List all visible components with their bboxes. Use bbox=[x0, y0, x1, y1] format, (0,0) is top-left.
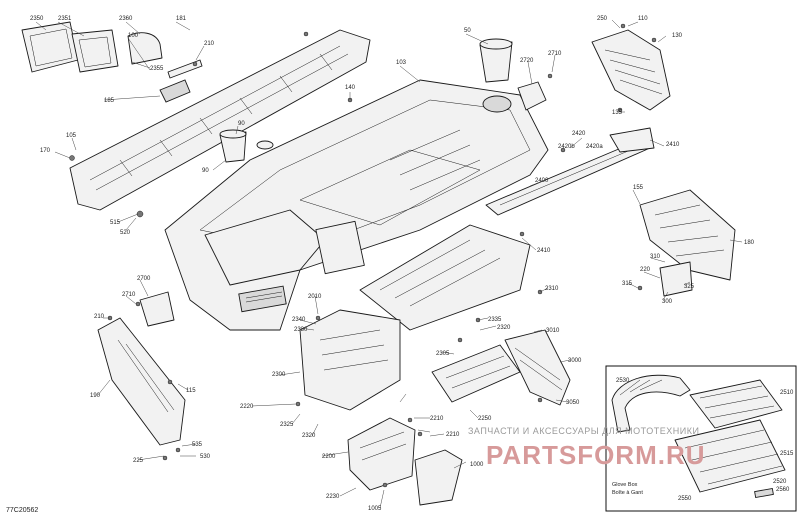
callout-label: 2710 bbox=[122, 292, 136, 298]
callout-label: 1000 bbox=[470, 462, 484, 468]
dash-support-rail-part[interactable] bbox=[69, 29, 371, 211]
callout-label: 3050 bbox=[566, 400, 580, 406]
callout-label: 2510 bbox=[780, 390, 794, 396]
callout-label: 2335 bbox=[488, 317, 502, 323]
callout-label: 2320 bbox=[302, 433, 316, 439]
callout-label: 2355 bbox=[150, 66, 164, 72]
inset-note-line2: Boîte à Gant bbox=[612, 490, 643, 496]
callout-label: 220 bbox=[640, 267, 651, 273]
instrument-bezel-part[interactable] bbox=[21, 21, 163, 73]
callout-label: 2230 bbox=[326, 494, 340, 500]
mount-310-part[interactable] bbox=[659, 261, 693, 297]
glovebox-housing-part[interactable] bbox=[299, 309, 401, 411]
callout-label: 2410 bbox=[666, 142, 680, 148]
callout-label: 2320 bbox=[497, 325, 511, 331]
cup-holder-part[interactable] bbox=[219, 129, 274, 163]
callout-label: 210 bbox=[94, 314, 105, 320]
callout-label: 3000 bbox=[568, 358, 582, 364]
fasteners bbox=[69, 23, 657, 488]
callout-label: 2360 bbox=[119, 16, 133, 22]
callout-label: 225 bbox=[133, 458, 144, 464]
lower-compartment-part[interactable] bbox=[347, 417, 416, 491]
callout-label: 2220 bbox=[240, 404, 254, 410]
callout-label: 2310 bbox=[545, 286, 559, 292]
callout-label: 1005 bbox=[368, 506, 382, 512]
storage-bin-part[interactable] bbox=[414, 449, 463, 506]
leader-lines bbox=[35, 19, 743, 509]
watermark-tagline: ЗАПЧАСТИ И АКСЕССУАРЫ ДЛЯ МОТОТЕХНИКИ bbox=[468, 426, 699, 436]
callout-label: 105 bbox=[66, 133, 77, 139]
callout-label: 2210 bbox=[430, 416, 444, 422]
callout-label: 2520 bbox=[773, 479, 787, 485]
callout-label: 2350 bbox=[30, 16, 44, 22]
callout-label: 135 bbox=[612, 110, 623, 116]
lower-tray-part[interactable] bbox=[359, 224, 531, 331]
callout-label: 2305 bbox=[436, 351, 450, 357]
callout-label: 110 bbox=[638, 16, 648, 22]
callout-label: 2420 bbox=[572, 131, 586, 137]
callout-label: 535 bbox=[192, 442, 203, 448]
callout-label: 2010 bbox=[308, 294, 322, 300]
callout-label: 180 bbox=[744, 240, 755, 246]
callout-label: 2330 bbox=[294, 327, 308, 333]
callout-label: 50 bbox=[464, 28, 471, 34]
callout-label: 103 bbox=[396, 60, 407, 66]
callout-label: 325 bbox=[684, 284, 695, 290]
callout-label: 530 bbox=[200, 454, 211, 460]
callout-label: 2340 bbox=[292, 317, 306, 323]
callout-label: 190 bbox=[90, 393, 101, 399]
callout-label: 2420a bbox=[586, 144, 603, 150]
callout-label: 90 bbox=[202, 168, 209, 174]
callout-labels: 2350 2351 2360 2355 181 210 100 185 105 … bbox=[30, 16, 755, 512]
callout-label: 2560 bbox=[776, 487, 790, 493]
callout-label: 2325 bbox=[280, 422, 294, 428]
callout-label: 155 bbox=[633, 185, 644, 191]
callout-label: 310 bbox=[650, 254, 661, 260]
callout-label: 2250 bbox=[478, 416, 492, 422]
callout-label: 2720 bbox=[520, 58, 534, 64]
callout-label: 130 bbox=[672, 33, 683, 39]
callout-label: 2515 bbox=[780, 451, 794, 457]
callout-label: 300 bbox=[662, 299, 673, 305]
callout-label: 140 bbox=[345, 85, 356, 91]
side-bracket-180-part[interactable] bbox=[639, 189, 736, 281]
watermark: ЗАПЧАСТИ И АКСЕССУАРЫ ДЛЯ МОТОТЕХНИКИ PA… bbox=[468, 426, 706, 470]
glovebox-liner-part[interactable] bbox=[504, 329, 571, 406]
bracket-2720-part[interactable] bbox=[517, 81, 547, 111]
callout-label: 115 bbox=[186, 388, 196, 394]
callout-label: 315 bbox=[622, 281, 633, 287]
callout-label: 2700 bbox=[137, 276, 151, 282]
watermark-logo: PARTSFORM.RU bbox=[486, 440, 706, 470]
dashboard-body-part[interactable] bbox=[164, 79, 549, 331]
callout-label: 210 bbox=[204, 41, 215, 47]
storage-cup-part[interactable] bbox=[479, 38, 513, 83]
callout-label: 2200 bbox=[322, 454, 336, 460]
bracket-2700-part[interactable] bbox=[139, 291, 175, 327]
callout-label: 90 bbox=[238, 121, 245, 127]
callout-label: 2710 bbox=[548, 51, 562, 57]
callout-label: 2400 bbox=[535, 178, 549, 184]
callout-label: 2351 bbox=[58, 16, 72, 22]
glovebox-inset[interactable]: Glove Box Boîte à Gant 2510 2515 2520 25… bbox=[605, 365, 797, 512]
callout-label: 2420b bbox=[558, 144, 575, 150]
side-panel-250-part[interactable] bbox=[591, 29, 671, 111]
callout-label: 181 bbox=[176, 16, 187, 22]
left-side-panel-part[interactable] bbox=[97, 317, 186, 446]
grab-bar-part[interactable] bbox=[485, 127, 655, 216]
inset-note-line1: Glove Box bbox=[612, 482, 638, 488]
callout-label: 2300 bbox=[272, 372, 286, 378]
callout-label: 185 bbox=[104, 98, 115, 104]
callout-label: 170 bbox=[40, 148, 51, 154]
callout-label: 2530 bbox=[616, 378, 630, 384]
callout-label: 100 bbox=[128, 33, 139, 39]
callout-label: 520 bbox=[120, 230, 131, 236]
callout-label: 250 bbox=[597, 16, 608, 22]
callout-label: 2550 bbox=[678, 496, 692, 502]
callout-label: 515 bbox=[110, 220, 121, 226]
diagram-reference: 77C20562 bbox=[6, 507, 38, 514]
callout-label: 2410 bbox=[537, 248, 551, 254]
callout-label: 3010 bbox=[546, 328, 560, 334]
callout-label: 2210 bbox=[446, 432, 460, 438]
